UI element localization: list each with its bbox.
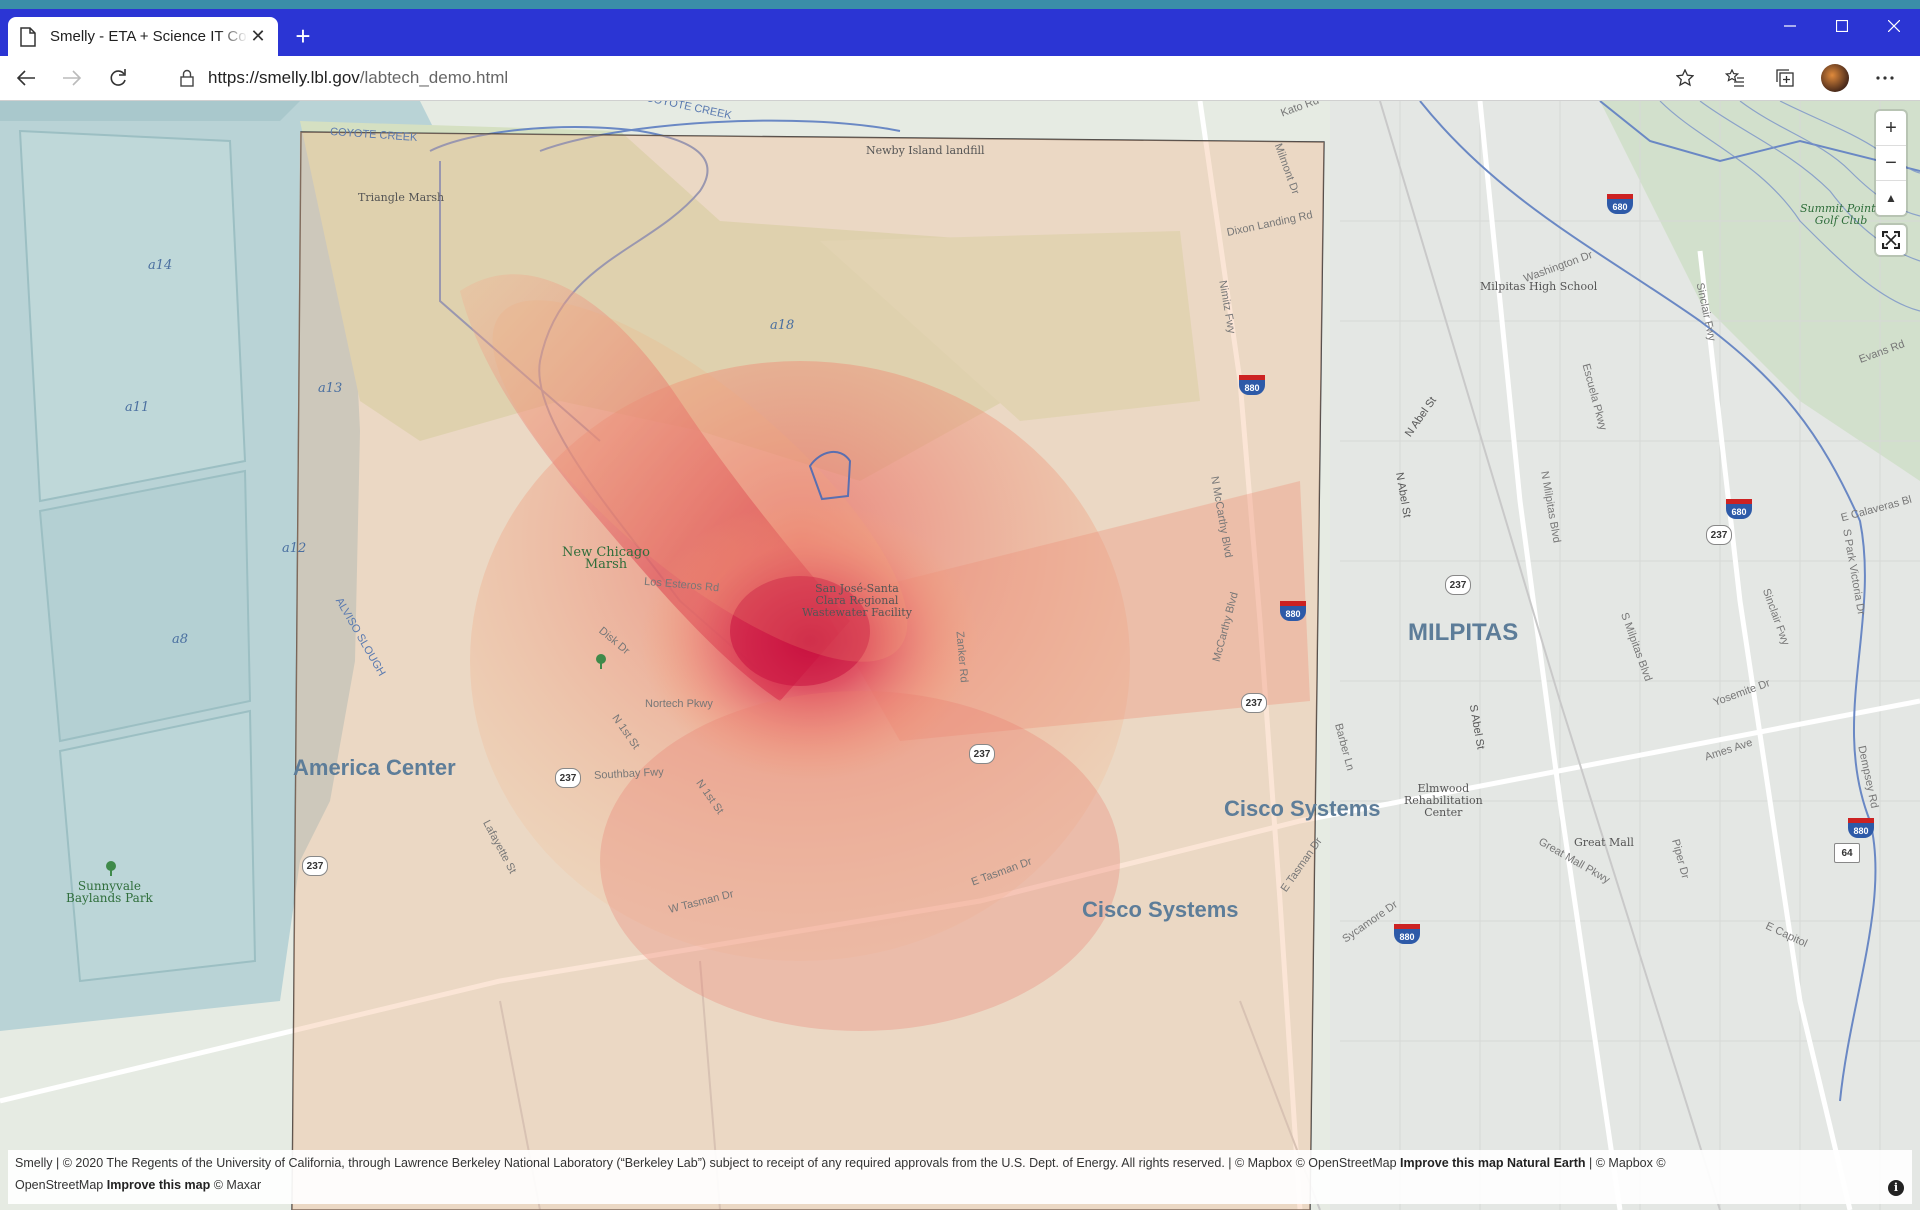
- interstate-880-shield-1: 880: [1239, 375, 1265, 395]
- refresh-icon[interactable]: [98, 58, 138, 98]
- route-237-shield-1: 237: [1445, 575, 1471, 595]
- close-window-icon[interactable]: [1868, 9, 1920, 43]
- interstate-880-shield-2: 880: [1280, 601, 1306, 621]
- attribution-osm: OpenStreetMap: [15, 1178, 104, 1192]
- address-bar: https://smelly.lbl.gov/labtech_demo.html: [0, 56, 1920, 101]
- poi-milpitas-high-school: Milpitas High School: [1480, 280, 1598, 293]
- compass-icon[interactable]: ▲: [1885, 191, 1897, 205]
- interstate-880-shield-3: 880: [1848, 818, 1874, 838]
- water-label-a8: a8: [172, 632, 189, 647]
- favorites-list-icon[interactable]: [1710, 56, 1760, 100]
- water-label-a13: a13: [318, 381, 343, 396]
- route-64-shield: 64: [1834, 843, 1860, 863]
- place-america-center: America Center: [293, 755, 456, 780]
- url-field[interactable]: https://smelly.lbl.gov/labtech_demo.html: [180, 56, 508, 100]
- water-label-a18: a18: [770, 318, 795, 333]
- water-label-a11: a11: [125, 400, 150, 415]
- url-path: /labtech_demo.html: [359, 68, 509, 87]
- poi-wastewater-facility: San José-Santa Clara Regional Wastewater…: [802, 582, 912, 619]
- route-237-shield-4: 237: [969, 744, 995, 764]
- park-marker-icon-2: [106, 861, 116, 876]
- lock-icon: [180, 69, 194, 87]
- zoom-out-button[interactable]: −: [1876, 146, 1906, 181]
- tab-bar: Smelly - ETA + Science IT Collab ✕ +: [0, 9, 1920, 56]
- place-milpitas: MILPITAS: [1408, 619, 1519, 646]
- route-237-shield-2: 237: [1706, 525, 1732, 545]
- map-base-layer: [0, 101, 1920, 1210]
- interstate-680-shield-2: 680: [1726, 499, 1752, 519]
- water-label-a14: a14: [148, 258, 173, 273]
- attribution-text: Smelly | © 2020 The Regents of the Unive…: [15, 1156, 1397, 1170]
- improve-map-link-2[interactable]: Improve this map: [106, 1178, 211, 1192]
- park-marker-icon: [596, 654, 606, 669]
- interstate-880-shield-4: 880: [1394, 924, 1420, 944]
- more-menu-icon[interactable]: [1860, 56, 1910, 100]
- poi-newby-island: Newby Island landfill: [866, 144, 985, 157]
- map-zoom-control: + − ▲: [1876, 111, 1906, 215]
- attribution-maxar: © Maxar: [213, 1178, 262, 1192]
- profile-avatar[interactable]: [1810, 56, 1860, 100]
- poi-great-mall: Great Mall: [1574, 836, 1634, 849]
- fullscreen-icon: [1882, 231, 1900, 249]
- poi-summit-pointe-golf: Summit Pointe Golf Club: [1800, 202, 1883, 227]
- close-tab-icon[interactable]: ✕: [250, 26, 266, 46]
- poi-elmwood-center: Elmwood Rehabilitation Center: [1404, 782, 1483, 819]
- water-label-a12: a12: [282, 541, 307, 556]
- tab-title: Smelly - ETA + Science IT Collab: [50, 28, 248, 45]
- info-icon[interactable]: i: [1888, 1180, 1904, 1196]
- forward-arrow-icon[interactable]: [52, 58, 92, 98]
- favorite-star-icon[interactable]: [1660, 56, 1710, 100]
- poi-new-chicago-marsh: New Chicago Marsh: [562, 545, 650, 572]
- zoom-in-button[interactable]: +: [1876, 111, 1906, 146]
- url-host: https://smelly.lbl.gov: [208, 68, 360, 87]
- place-cisco-2: Cisco Systems: [1082, 897, 1239, 922]
- natural-earth-link[interactable]: Natural Earth: [1507, 1156, 1586, 1170]
- minimize-icon[interactable]: [1764, 9, 1816, 43]
- route-237-shield-6: 237: [302, 856, 328, 876]
- back-arrow-icon[interactable]: [6, 58, 46, 98]
- toolbar: [1660, 56, 1910, 100]
- poi-sunnyvale-baylands: Sunnyvale Baylands Park: [66, 879, 153, 905]
- road-nortech-pkwy: Nortech Pkwy: [645, 698, 713, 710]
- place-cisco-1: Cisco Systems: [1224, 796, 1381, 821]
- document-icon: [20, 26, 36, 47]
- window-top-strip: [0, 0, 1920, 9]
- route-237-shield-3: 237: [1241, 693, 1267, 713]
- improve-map-link-1[interactable]: Improve this map: [1400, 1156, 1504, 1170]
- maximize-icon[interactable]: [1816, 9, 1868, 43]
- window-controls: [1764, 9, 1920, 43]
- attribution-mapbox-2: | © Mapbox ©: [1589, 1156, 1666, 1170]
- collections-icon[interactable]: [1760, 56, 1810, 100]
- browser-tab-active[interactable]: Smelly - ETA + Science IT Collab ✕: [8, 17, 278, 56]
- route-237-shield-5: 237: [555, 768, 581, 788]
- new-tab-button[interactable]: +: [295, 21, 311, 51]
- map-attribution: Smelly | © 2020 The Regents of the Unive…: [8, 1150, 1912, 1204]
- poi-triangle-marsh: Triangle Marsh: [358, 191, 445, 204]
- interstate-680-shield-1: 680: [1607, 194, 1633, 214]
- fullscreen-button[interactable]: [1876, 225, 1906, 255]
- odor-plume-overlay: [292, 132, 1324, 1210]
- map-canvas[interactable]: a14 a13 a11 a12 a8 a18 MILPITAS America …: [0, 101, 1920, 1210]
